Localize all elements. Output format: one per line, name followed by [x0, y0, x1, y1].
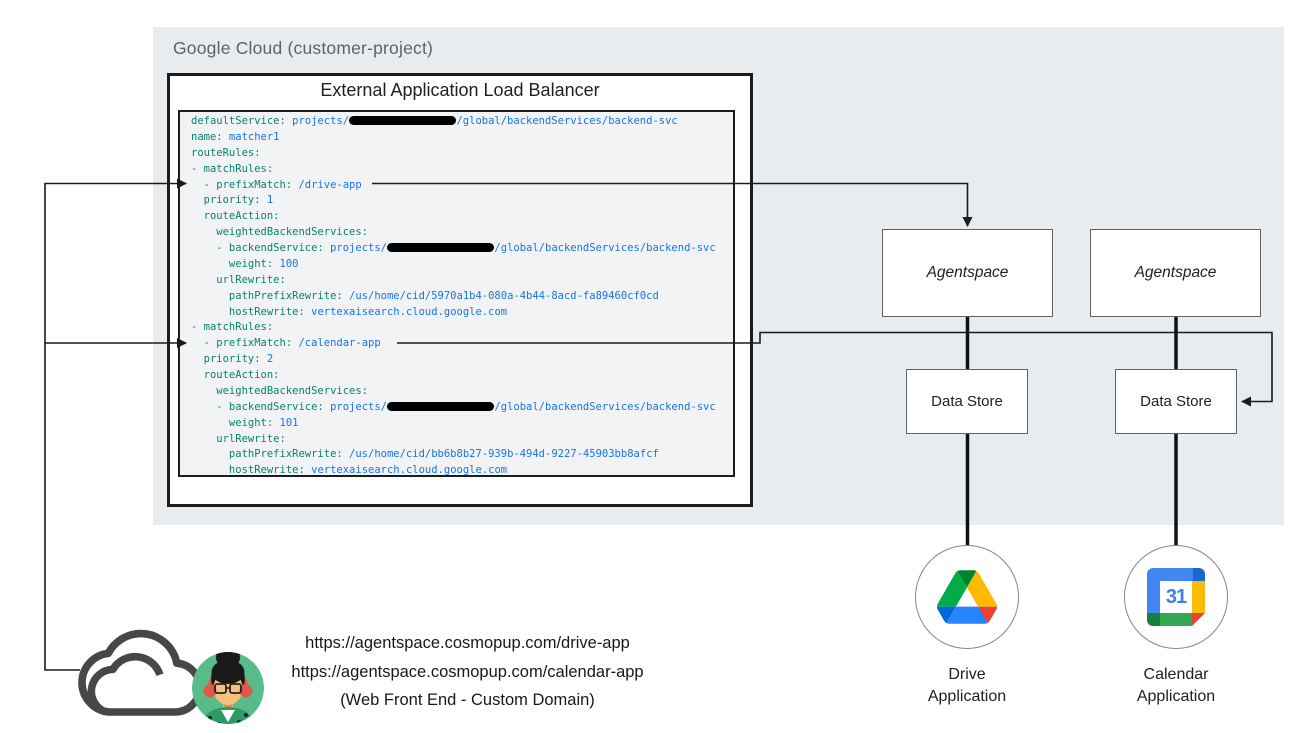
- drive-app-label: Drive Application: [927, 666, 1007, 705]
- drive-app-circle: [915, 545, 1019, 649]
- code-line: - matchRules:: [191, 321, 274, 334]
- google-drive-icon: [937, 570, 997, 624]
- code-line: - matchRules:: [191, 162, 274, 175]
- calendar-bottom-strip: [1160, 613, 1192, 626]
- region-label: Google Cloud (customer-project): [173, 38, 434, 58]
- calendar-right-strip: [1192, 581, 1205, 613]
- code-line: priority: 2: [191, 353, 274, 366]
- redaction-bar: [349, 116, 457, 125]
- code-line: routeAction:: [191, 210, 280, 223]
- code-line: routeAction:: [191, 369, 280, 381]
- code-line: - prefixMatch: /calendar-app: [191, 337, 381, 350]
- frontend-urls: https://agentspace.cosmopup.com/drive-ap…: [245, 629, 690, 715]
- calendar-app-circle: 31: [1124, 545, 1228, 649]
- load-balancer-title: External Application Load Balancer: [320, 80, 600, 100]
- code-line: hostRewrite: vertexaisearch.cloud.google…: [191, 305, 508, 318]
- data-store-box-2: Data Store: [1115, 369, 1237, 434]
- url-drive-text: https://agentspace.cosmopup.com/drive-ap…: [305, 634, 630, 652]
- agentspace-box-1: Agentspace: [882, 229, 1053, 317]
- code-line: - backendService: projects//global/backe…: [191, 400, 716, 413]
- code-line: routeRules:: [191, 146, 261, 159]
- calendar-top-strip: [1147, 568, 1193, 581]
- data-store-label: Data Store: [1140, 393, 1212, 410]
- calendar-app-label: Calendar Application: [1136, 666, 1216, 705]
- code-line: priority: 1: [191, 194, 274, 207]
- agentspace-box-2: Agentspace: [1090, 229, 1261, 317]
- url-map-config-code: defaultService: projects//global/backend…: [178, 110, 735, 477]
- code-line: weightedBackendServices:: [191, 384, 369, 397]
- code-line: weight: 100: [191, 257, 299, 270]
- code-line: hostRewrite: vertexaisearch.cloud.google…: [191, 464, 508, 477]
- code-line: - prefixMatch: /drive-app: [191, 178, 362, 191]
- frontend-caption: (Web Front End - Custom Domain): [340, 691, 595, 710]
- agentspace-label: Agentspace: [1134, 264, 1217, 281]
- code-line: name: matcher1: [191, 130, 280, 143]
- cloud-icon: [78, 629, 204, 716]
- calendar-day-label: 31: [1160, 581, 1192, 613]
- code-line: urlRewrite:: [191, 432, 286, 445]
- calendar-topright-corner: [1193, 568, 1205, 581]
- code-line: pathPrefixRewrite: /us/home/cid/5970a1b4…: [191, 289, 659, 302]
- data-store-box-1: Data Store: [906, 369, 1028, 434]
- code-line: weight: 101: [191, 416, 299, 429]
- redaction-bar: [386, 401, 495, 411]
- calendar-bottomleft-corner: [1147, 613, 1160, 626]
- code-line: - backendService: projects//global/backe…: [191, 242, 716, 254]
- calendar-folded-corner: [1192, 613, 1205, 626]
- url-calendar-text: https://agentspace.cosmopup.com/calendar…: [291, 662, 644, 681]
- google-calendar-icon: 31: [1147, 568, 1205, 626]
- calendar-left-strip: [1147, 581, 1160, 613]
- code-line: weightedBackendServices:: [191, 226, 369, 239]
- agentspace-label: Agentspace: [926, 264, 1009, 281]
- code-line: defaultService: projects//global/backend…: [191, 115, 678, 127]
- code-line: urlRewrite:: [191, 273, 286, 286]
- code-line: pathPrefixRewrite: /us/home/cid/bb6b8b27…: [191, 448, 659, 461]
- data-store-label: Data Store: [931, 393, 1003, 410]
- redaction-bar: [386, 243, 495, 252]
